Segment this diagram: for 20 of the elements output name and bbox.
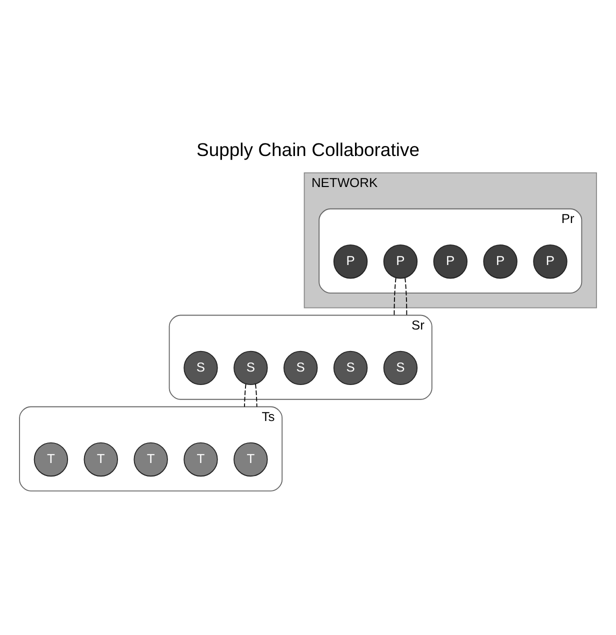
- node-circle: T: [184, 442, 218, 476]
- connector: [244, 383, 246, 407]
- node-circle: P: [383, 244, 418, 278]
- node-circle: P: [483, 244, 518, 278]
- node-circle: P: [333, 244, 368, 278]
- node-circle: P: [433, 244, 468, 278]
- connector: [394, 276, 396, 316]
- node-circle: P: [533, 244, 568, 278]
- node-circle: S: [333, 350, 368, 385]
- node-circle: S: [284, 350, 318, 385]
- node-circle: T: [234, 442, 268, 476]
- node-circle: S: [184, 350, 218, 385]
- node-circle: T: [34, 442, 68, 476]
- node-circle: T: [84, 442, 118, 476]
- node-circle: S: [234, 350, 268, 385]
- connector: [404, 276, 408, 316]
- connector: [255, 383, 258, 407]
- node-circle: S: [383, 350, 418, 385]
- diagram-title: Supply Chain Collaborative: [196, 138, 420, 160]
- node-circle: T: [134, 442, 168, 476]
